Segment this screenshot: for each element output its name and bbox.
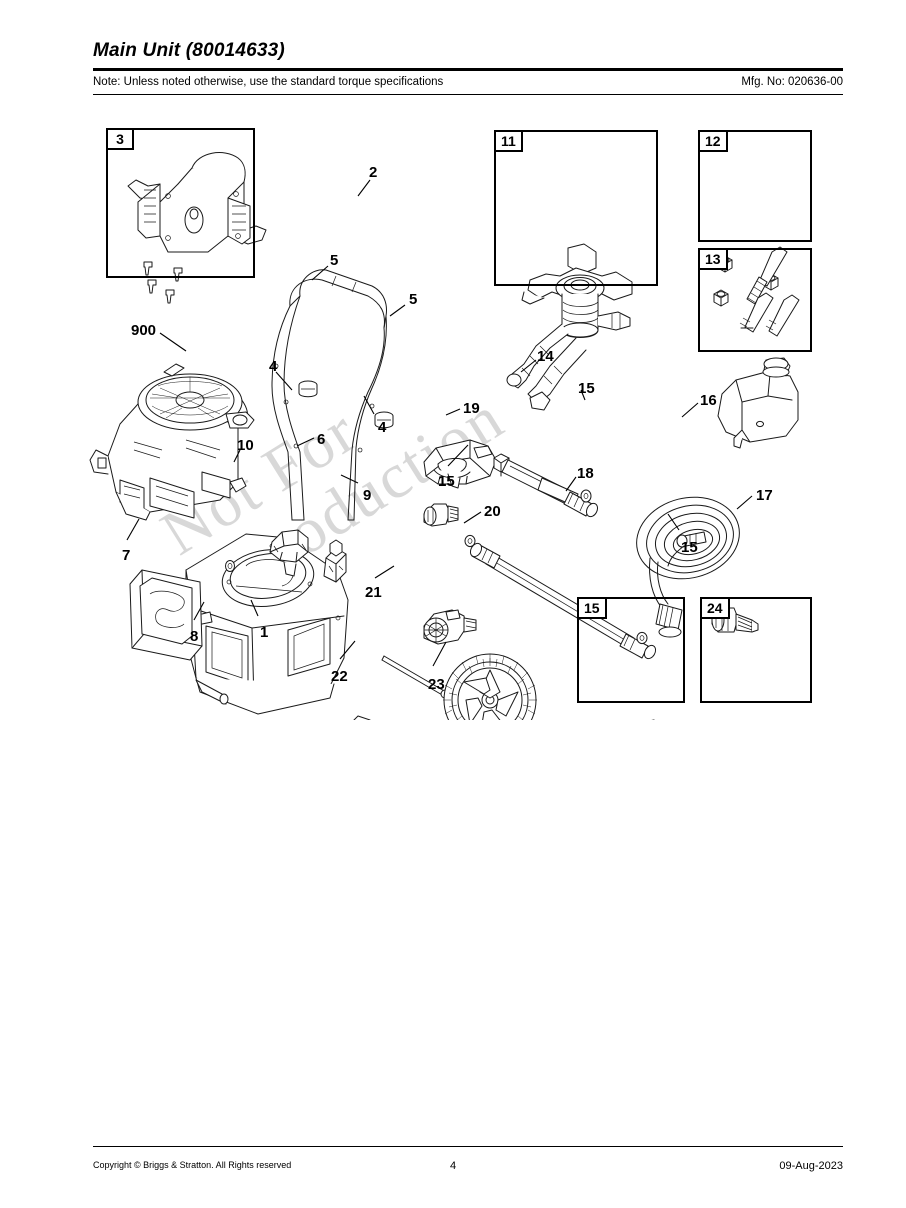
inset-tag-15: 15 <box>577 597 607 619</box>
inset-13-artwork <box>717 357 799 449</box>
leader-line-21 <box>374 565 395 579</box>
callout-16: 16 <box>700 392 717 409</box>
inset-12-artwork <box>713 246 800 337</box>
torque-note: Note: Unless noted otherwise, use the st… <box>93 76 444 88</box>
inset-tag-24: 24 <box>700 597 730 619</box>
inset-tag-12: 12 <box>698 130 728 152</box>
leader-line-900 <box>159 332 187 352</box>
callout-leaders <box>126 179 753 667</box>
callout-10: 10 <box>237 437 254 454</box>
leader-line-8 <box>193 601 205 621</box>
inset-box-12: 12 <box>698 130 812 242</box>
leader-line-23 <box>432 641 447 667</box>
leader-line-6 <box>296 437 315 447</box>
leader-line-2 <box>357 179 371 197</box>
leader-line-17 <box>736 495 753 510</box>
callout-23: 23 <box>428 676 445 693</box>
callout-22: 22 <box>331 668 348 685</box>
callout-15: 15 <box>681 539 698 556</box>
page-number: 4 <box>449 1160 457 1172</box>
leader-line-1 <box>250 599 259 617</box>
leader-line-15 <box>580 389 586 401</box>
exploded-diagram: Not For Reproduction .ln{fill:none;strok… <box>0 100 906 720</box>
spray-gun-artwork <box>423 439 599 518</box>
leader-line-7 <box>126 518 140 541</box>
leader-line-4 <box>363 395 375 415</box>
callout-17: 17 <box>756 487 773 504</box>
inset-11-artwork <box>506 243 633 411</box>
callout-900: 900 <box>131 322 157 339</box>
inset-tag-11: 11 <box>494 130 523 152</box>
callout-9: 9 <box>363 487 372 504</box>
inset-box-24: 24 <box>700 597 812 703</box>
page-title: Main Unit (80014633) <box>93 40 285 61</box>
base-frame-artwork <box>129 529 450 720</box>
callout-19: 19 <box>463 400 480 417</box>
leader-line-4 <box>275 371 293 391</box>
leader-line-9 <box>340 474 359 484</box>
inset-box-15: 15 <box>577 597 685 703</box>
callout-20: 20 <box>484 503 501 520</box>
callout-15: 15 <box>578 380 595 397</box>
callout-1: 1 <box>260 624 269 641</box>
callout-18: 18 <box>577 465 594 482</box>
leader-line-18 <box>565 476 577 492</box>
leader-line-20 <box>463 511 482 524</box>
callout-15: 15 <box>438 473 455 490</box>
leader-line-14 <box>520 359 537 373</box>
lance-artwork <box>423 489 657 660</box>
copyright-text: Copyright © Briggs & Stratton. All Right… <box>93 1160 292 1170</box>
callout-5: 5 <box>330 252 339 269</box>
inset-box-13: 13 <box>698 248 812 352</box>
leader-line-10 <box>233 449 241 463</box>
leader-line-19 <box>445 408 461 416</box>
diagram-artwork: .ln{fill:none;stroke:#1a1a1a;stroke-widt… <box>89 152 800 720</box>
inset-box-3: 3 <box>106 128 255 278</box>
callout-5: 5 <box>409 291 418 308</box>
callout-2: 2 <box>369 164 378 181</box>
revision-date: 09-Aug-2023 <box>779 1160 843 1172</box>
inset-3-artwork <box>127 152 267 304</box>
leader-line-5 <box>389 304 406 317</box>
leader-line-15 <box>667 513 680 531</box>
callout-21: 21 <box>365 584 382 601</box>
callout-8: 8 <box>190 628 199 645</box>
inset-box-11: 11 <box>494 130 658 286</box>
leader-line-5 <box>311 265 329 281</box>
inset-tag-13: 13 <box>698 248 728 270</box>
header-rule-thick <box>93 68 843 71</box>
leader-line-16 <box>681 402 699 418</box>
inset-tag-3: 3 <box>106 128 134 150</box>
callout-6: 6 <box>317 431 326 448</box>
leader-line-15 <box>447 444 469 467</box>
callout-7: 7 <box>122 547 131 564</box>
callout-4: 4 <box>269 358 278 375</box>
handle-assembly-artwork <box>271 269 394 521</box>
engine-artwork <box>89 363 255 521</box>
mfg-number: Mfg. No: 020636-00 <box>741 76 843 88</box>
callout-4: 4 <box>378 419 387 436</box>
header-rule-thin <box>93 94 843 95</box>
wheel-artwork <box>443 653 537 720</box>
footer-rule <box>93 1146 843 1147</box>
leader-line-22 <box>339 640 356 660</box>
callout-14: 14 <box>537 348 554 365</box>
